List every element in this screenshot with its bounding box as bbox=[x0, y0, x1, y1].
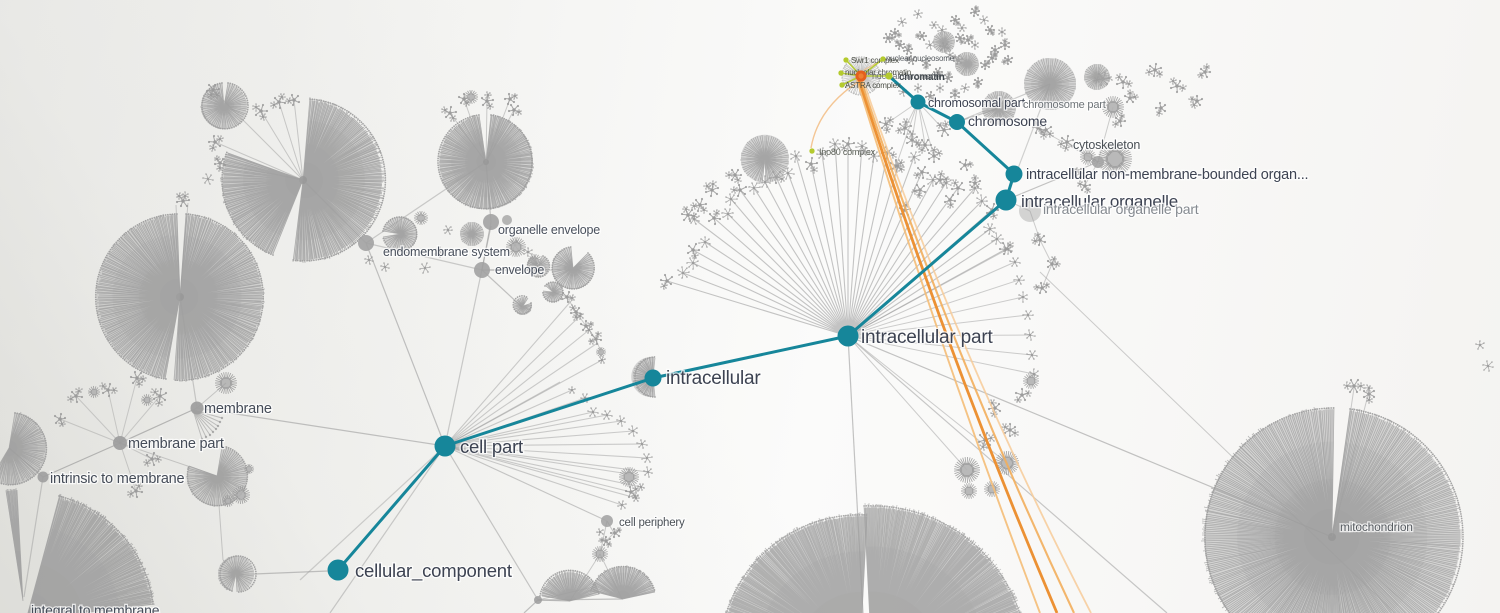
svg-text:membrane: membrane bbox=[204, 401, 272, 417]
svg-text:envelope: envelope bbox=[495, 263, 544, 277]
svg-text:nucleolar chromatin: nucleolar chromatin bbox=[845, 68, 911, 77]
svg-text:intracellular: intracellular bbox=[666, 368, 761, 389]
svg-text:nuclear chromatin: nuclear chromatin bbox=[872, 71, 940, 81]
svg-text:chromosomal part: chromosomal part bbox=[928, 96, 1026, 110]
svg-text:Swr1 complex: Swr1 complex bbox=[851, 56, 899, 65]
svg-text:intracellular part: intracellular part bbox=[861, 327, 993, 348]
svg-text:intracellular organelle part: intracellular organelle part bbox=[1043, 201, 1199, 217]
svg-text:chromatin: chromatin bbox=[899, 72, 945, 83]
svg-text:mitochondrion: mitochondrion bbox=[1340, 520, 1413, 534]
svg-text:endomembrane system: endomembrane system bbox=[383, 245, 510, 259]
svg-text:ASTRA complex: ASTRA complex bbox=[845, 81, 901, 90]
svg-text:cytoskeleton: cytoskeleton bbox=[1073, 138, 1140, 152]
svg-text:organelle envelope: organelle envelope bbox=[498, 223, 600, 237]
svg-text:cell part: cell part bbox=[460, 436, 523, 457]
svg-text:cell periphery: cell periphery bbox=[619, 517, 685, 529]
svg-text:integral to membrane: integral to membrane bbox=[31, 602, 160, 613]
svg-text:intracellular non-membrane-bou: intracellular non-membrane-bounded organ… bbox=[1026, 167, 1308, 183]
svg-text:intracellular organelle: intracellular organelle bbox=[1021, 192, 1178, 211]
svg-text:nuclear nucleosome: nuclear nucleosome bbox=[886, 54, 955, 63]
svg-text:cellular_component: cellular_component bbox=[355, 560, 512, 582]
svg-text:Ino80 complex: Ino80 complex bbox=[819, 147, 876, 157]
svg-text:membrane part: membrane part bbox=[128, 436, 224, 452]
svg-text:chromosome part: chromosome part bbox=[1023, 99, 1106, 111]
svg-text:chromosome: chromosome bbox=[968, 113, 1047, 129]
svg-text:intrinsic to membrane: intrinsic to membrane bbox=[50, 471, 185, 487]
